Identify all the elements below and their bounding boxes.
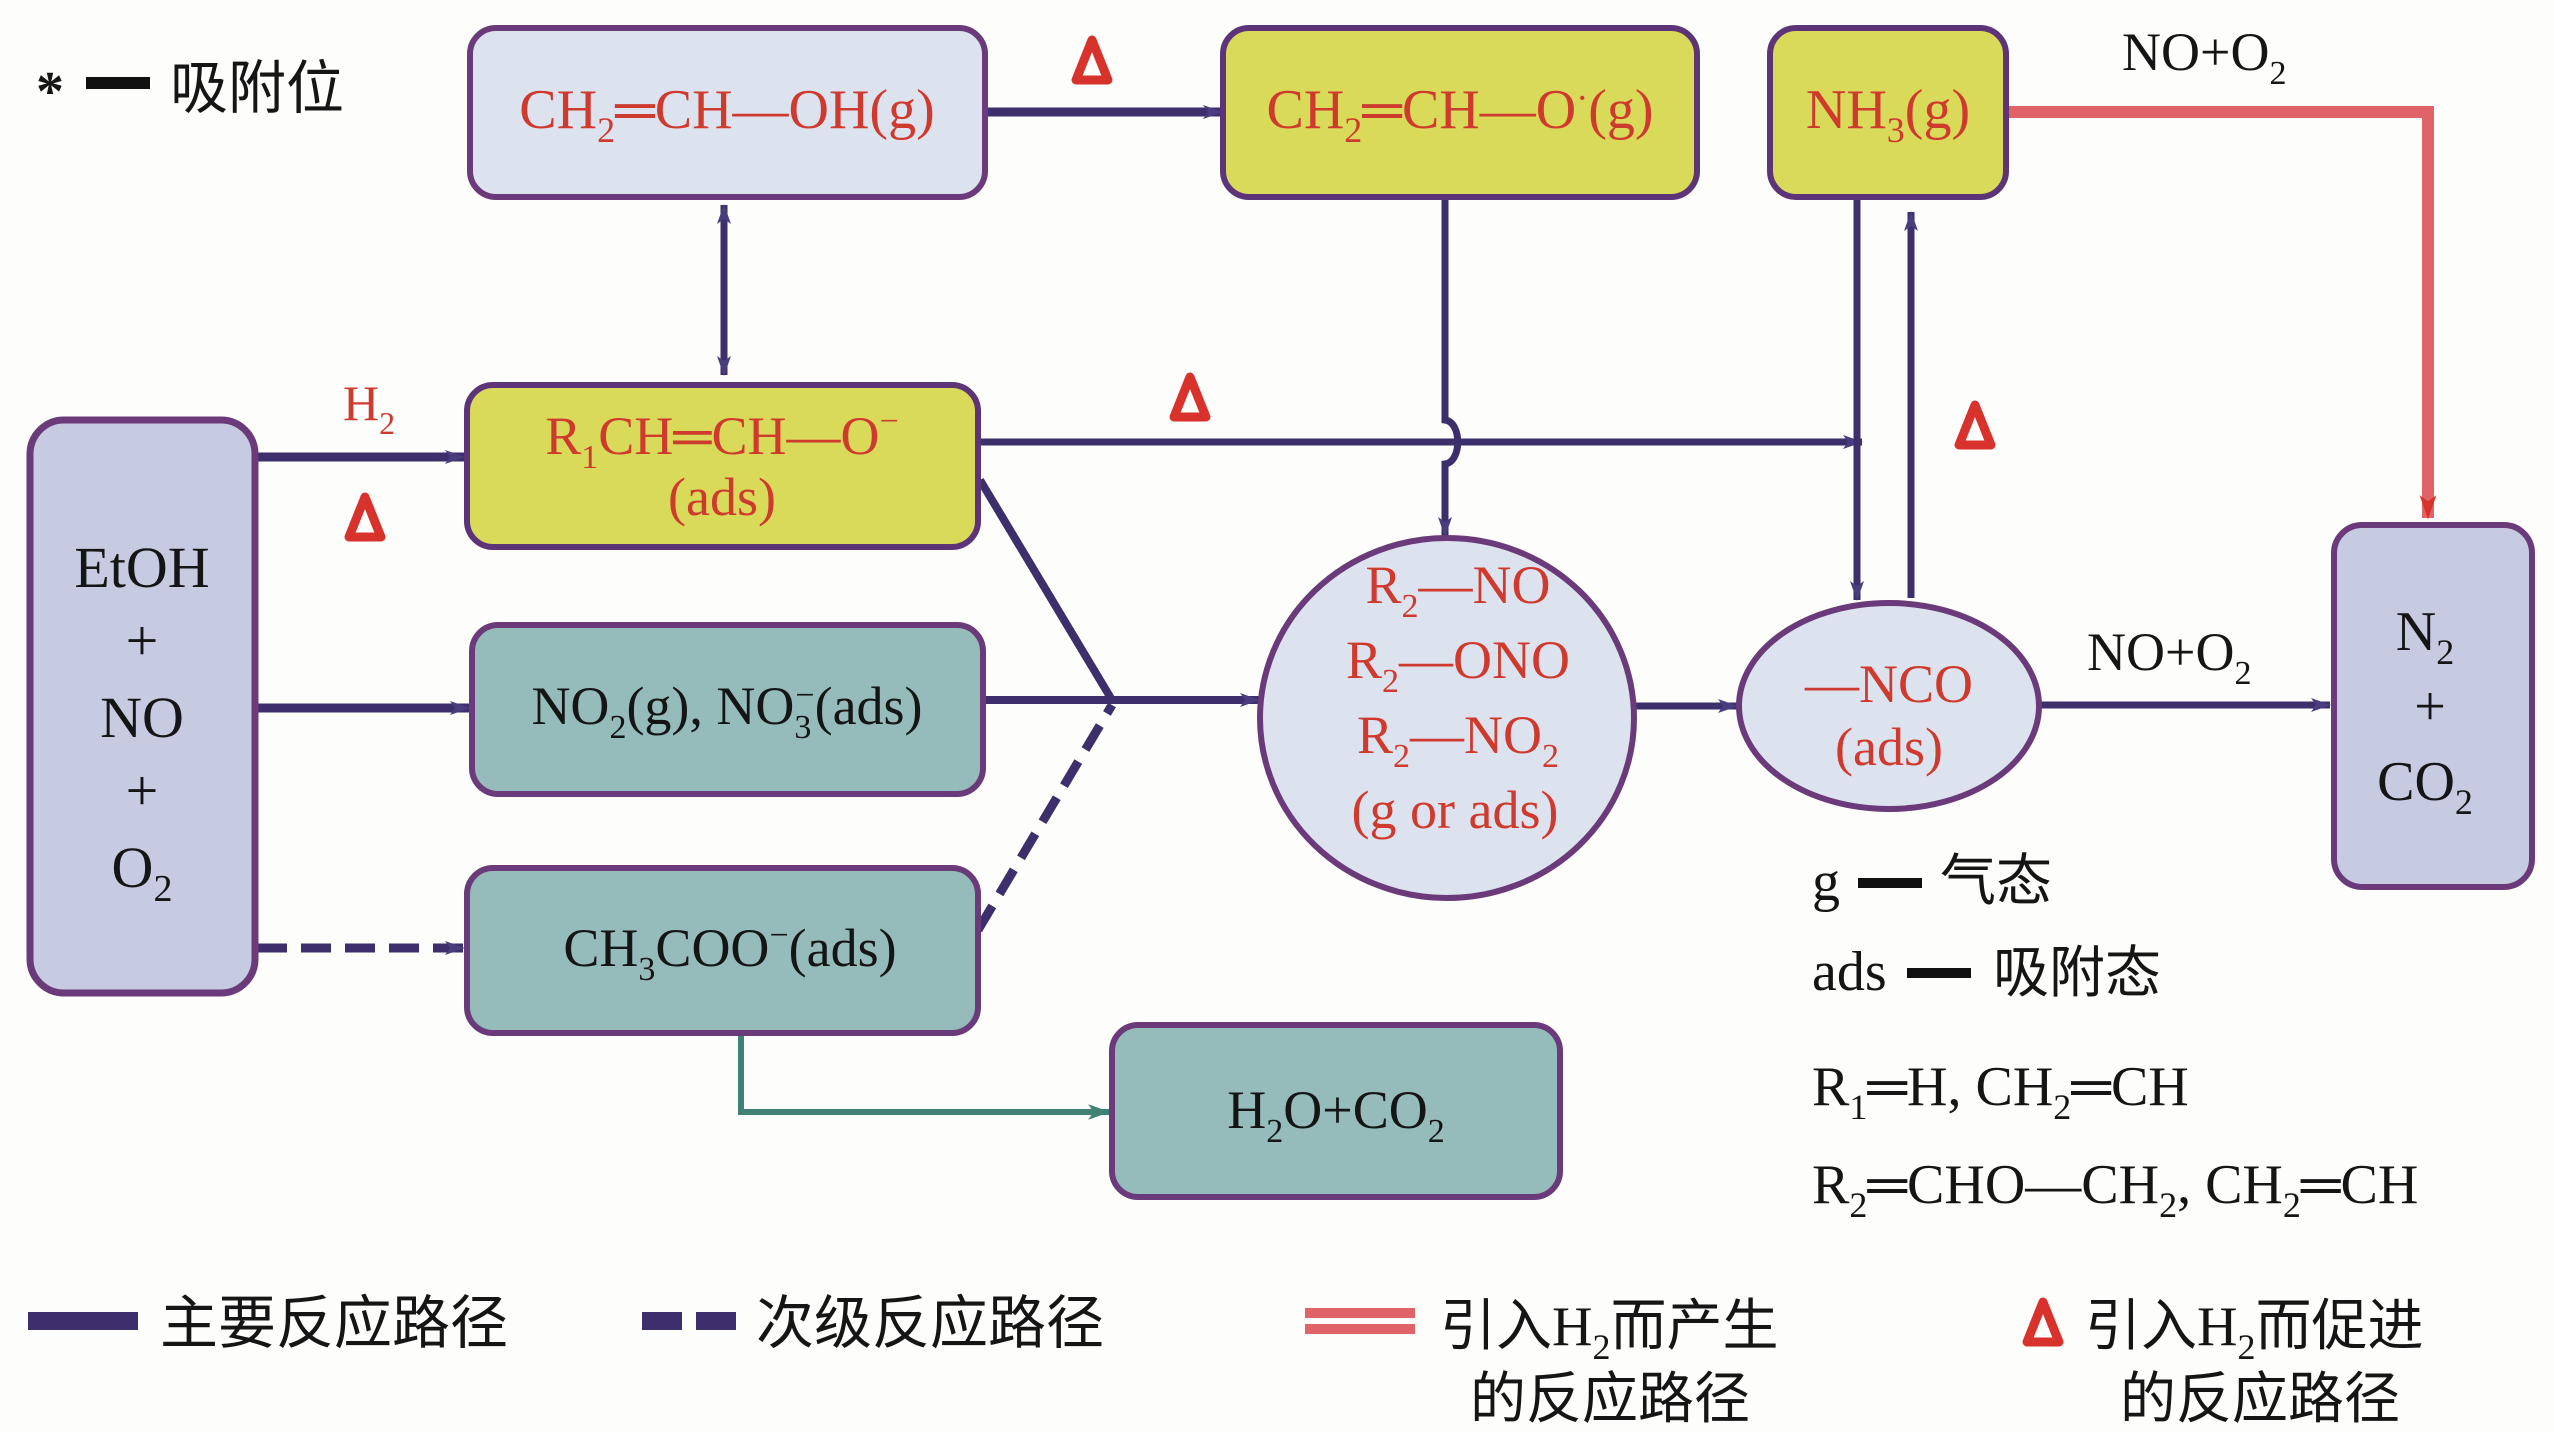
delta-icon bbox=[1169, 372, 1211, 422]
node-enolate-line2: (ads) bbox=[668, 467, 776, 527]
node-water-co2-label: H2O+CO2 bbox=[1227, 1080, 1444, 1150]
note-r2-definition: R2═CHO—CH2, CH2═CH bbox=[1812, 1154, 2418, 1225]
legend-h2-promoted-line2: 的反应路径 bbox=[2120, 1369, 2400, 1431]
node-acetate: CH3COO−(ads) bbox=[464, 865, 981, 1036]
legend-secondary-path-text: 次级反应路径 bbox=[756, 1291, 1104, 1356]
edge-acetate-to-junction-secondary bbox=[974, 702, 1116, 933]
product-co2: CO2 bbox=[2377, 751, 2473, 822]
legend-h2-induced-path: 引入H2而产生 的反应路径 bbox=[1305, 1296, 1778, 1431]
legend-secondary-path: 次级反应路径 bbox=[642, 1291, 1104, 1356]
node-nitrogen-oxides: NO2(g), NO3−(ads) bbox=[469, 622, 986, 797]
note-ads-meaning: 吸附态 bbox=[1993, 943, 2161, 1005]
delta-markers bbox=[344, 35, 1996, 542]
node-vinyloxy-radical: CH2═CH—O·(g) bbox=[1220, 25, 1700, 200]
note-g-meaning: 气态 bbox=[1940, 851, 2052, 913]
node-enolate-ads: R1CH═CH—O− (ads) bbox=[464, 382, 981, 550]
edge-label-no-o2-right: NO+O2 bbox=[2087, 622, 2251, 692]
isocyanate-label: —NCO bbox=[1804, 654, 1973, 714]
dash-icon bbox=[86, 77, 150, 89]
legend-adsorption-site-text: 吸附位 bbox=[170, 56, 344, 121]
solid-line-swatch bbox=[28, 1312, 138, 1330]
reactant-o2: O2 bbox=[112, 835, 173, 910]
notes-panel: g 气态 ads 吸附态 R1═H, CH2═CH R2═CHO—CH2, CH… bbox=[1812, 851, 2418, 1225]
delta-icon bbox=[1954, 400, 1996, 450]
legend-h2-promoted-line1: 引入H2而促进 bbox=[2085, 1296, 2423, 1367]
edge-enolate-to-junction bbox=[976, 477, 1116, 703]
edge-ammonia-to-products-h2-induced bbox=[2008, 106, 2437, 520]
dashed-line-swatch bbox=[696, 1312, 736, 1330]
asterisk-symbol: * bbox=[36, 61, 64, 123]
isocyanate-state: (ads) bbox=[1835, 717, 1943, 777]
node-ammonia-label: NH3(g) bbox=[1806, 79, 1970, 150]
legend-adsorption-site: * 吸附位 bbox=[36, 56, 344, 123]
red-line-swatch bbox=[1305, 1308, 1415, 1318]
legend-main-path-text: 主要反应路径 bbox=[160, 1291, 508, 1356]
delta-icon bbox=[1071, 35, 1113, 85]
organonitrogen-state: (g or ads) bbox=[1352, 780, 1559, 840]
product-n2: N2 bbox=[2396, 601, 2454, 672]
node-nitrogen-oxides-label: NO2(g), NO3−(ads) bbox=[531, 676, 922, 746]
organonitrogen-line-3: R2—NO2 bbox=[1357, 705, 1559, 775]
reactant-no: NO bbox=[100, 685, 184, 750]
node-enolate-line1: R1CH═CH—O− bbox=[545, 403, 899, 476]
legend-bottom: 主要反应路径 次级反应路径 引入H2而产生 的反应路径 引入H2而促进 的反应路… bbox=[28, 1291, 2423, 1431]
organonitrogen-line-2: R2—ONO bbox=[1346, 630, 1570, 700]
legend-h2-induced-line1: 引入H2而产生 bbox=[1440, 1296, 1778, 1367]
dash-icon bbox=[1858, 878, 1922, 888]
reactant-ethanol: EtOH bbox=[74, 535, 209, 600]
node-products: N2 + CO2 bbox=[2331, 522, 2535, 890]
edges bbox=[257, 105, 2437, 1120]
note-r1-definition: R1═H, CH2═CH bbox=[1812, 1056, 2189, 1127]
node-isocyanate: —NCO (ads) bbox=[1736, 600, 2042, 812]
plus-sign: + bbox=[126, 608, 159, 673]
red-line-swatch bbox=[1305, 1324, 1415, 1334]
edge-vinyloxy-to-organonitrogen bbox=[1438, 200, 1462, 537]
plus-sign: + bbox=[126, 758, 159, 823]
node-acetate-label: CH3COO−(ads) bbox=[563, 917, 896, 988]
edge-label-no-o2-top: NO+O2 bbox=[2122, 22, 2286, 92]
dashed-line-swatch bbox=[642, 1312, 682, 1330]
edge-acetate-to-water-co2 bbox=[738, 1035, 1111, 1120]
node-vinyl-alcohol-label: CH2═CH—OH(g) bbox=[519, 79, 934, 150]
organonitrogen-line-1: R2—NO bbox=[1365, 555, 1550, 625]
dash-icon bbox=[1907, 968, 1971, 978]
node-vinyl-alcohol: CH2═CH—OH(g) bbox=[467, 25, 988, 200]
plus-sign: + bbox=[2414, 676, 2446, 738]
legend-main-path: 主要反应路径 bbox=[28, 1291, 508, 1356]
edge-label-h2: H2 bbox=[343, 375, 395, 441]
node-reactants: EtOH + NO + O2 bbox=[26, 416, 259, 997]
legend-h2-promoted-path: 引入H2而促进 的反应路径 bbox=[2022, 1296, 2423, 1431]
node-ammonia: NH3(g) bbox=[1767, 25, 2009, 200]
delta-icon bbox=[344, 492, 386, 542]
delta-icon bbox=[2022, 1297, 2064, 1347]
note-ads-key: ads bbox=[1812, 941, 1887, 1003]
node-water-co2: H2O+CO2 bbox=[1109, 1022, 1563, 1200]
legend-h2-induced-line2: 的反应路径 bbox=[1470, 1369, 1750, 1431]
node-organonitrogen: R2—NO R2—ONO R2—NO2 (g or ads) bbox=[1257, 535, 1637, 901]
note-g-key: g bbox=[1812, 851, 1840, 913]
node-vinyloxy-label: CH2═CH—O·(g) bbox=[1266, 78, 1653, 150]
